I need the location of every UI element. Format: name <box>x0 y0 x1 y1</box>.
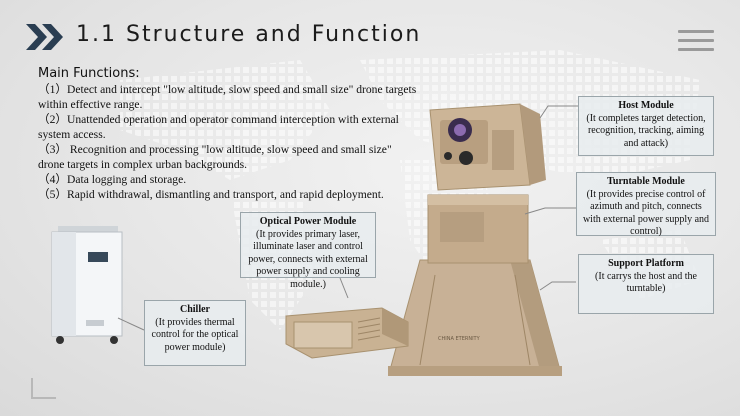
menu-icon[interactable] <box>678 30 714 52</box>
callout-host-module: Host Module (It completes target detecti… <box>578 96 714 156</box>
callout-description: (It provides primary laser, illuminate l… <box>248 228 368 290</box>
list-item: （4）Data logging and storage. <box>38 173 187 186</box>
list-item: （2）Unattended operation and operator com… <box>38 113 399 141</box>
callout-title: Host Module <box>618 100 674 111</box>
callout-description: (It carrys the host and the turntable) <box>595 270 697 295</box>
corner-bracket-icon <box>31 378 56 399</box>
brand-logo: CHINA ETERNITY <box>438 336 481 342</box>
callout-title: Turntable Module <box>607 176 685 187</box>
callout-optical-power-module: Optical Power Module (It provides primar… <box>240 212 376 290</box>
callout-support-platform: Support Platform (It carrys the host and… <box>578 254 714 314</box>
chevron-right-icon <box>26 24 63 50</box>
list-item: （1）Detect and intercept "low altitude, s… <box>38 83 417 111</box>
list-item: （5）Rapid withdrawal, dismantling and tra… <box>38 188 384 201</box>
callout-title: Chiller <box>180 304 210 315</box>
optical-power-module-illustration <box>285 307 409 359</box>
section-heading: Main Functions: <box>38 66 140 81</box>
callout-description: (It completes target detection, recognit… <box>586 112 706 149</box>
callout-title: Optical Power Module <box>259 216 357 227</box>
callout-description: (It provides precise control of azimuth … <box>582 188 710 238</box>
callout-chiller: Chiller (It provides thermal control for… <box>144 300 246 366</box>
turret-device-illustration: CHINA ETERNITY <box>388 103 562 376</box>
callout-turntable-module: Turntable Module (It provides precise co… <box>576 172 716 238</box>
list-item: （3） Recognition and processing "low alti… <box>38 143 392 171</box>
callout-description: (It provides thermal control for the opt… <box>151 316 239 353</box>
page-title: 1.1 Structure and Function <box>76 22 422 47</box>
callout-title: Support Platform <box>608 258 684 269</box>
chiller-unit-illustration <box>51 226 123 344</box>
function-list: （1）Detect and intercept "low altitude, s… <box>38 82 418 202</box>
